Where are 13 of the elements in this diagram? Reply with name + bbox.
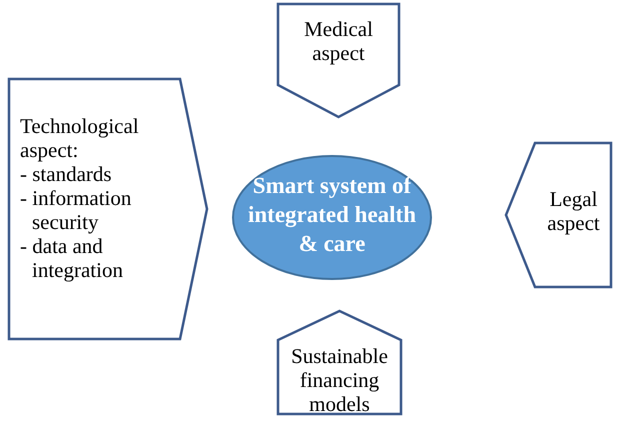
node-label: Legal aspect xyxy=(546,187,601,235)
list-item: - information security xyxy=(20,186,132,234)
node-heading: Technological aspect: xyxy=(20,114,140,162)
node-label: Medical aspect xyxy=(303,17,374,65)
list-item: - data and integration xyxy=(20,234,124,282)
pentagon-arrow-box xyxy=(277,3,400,118)
ellipse-node xyxy=(232,155,432,280)
pentagon-arrow-box xyxy=(8,78,208,340)
pentagon-arrow-box xyxy=(505,142,612,288)
node-label: Sustainable financing models xyxy=(290,344,389,416)
node-label: Smart system of integrated health & care xyxy=(246,172,417,258)
list-item: - standards xyxy=(20,162,113,186)
pentagon-arrow-box xyxy=(277,310,402,415)
